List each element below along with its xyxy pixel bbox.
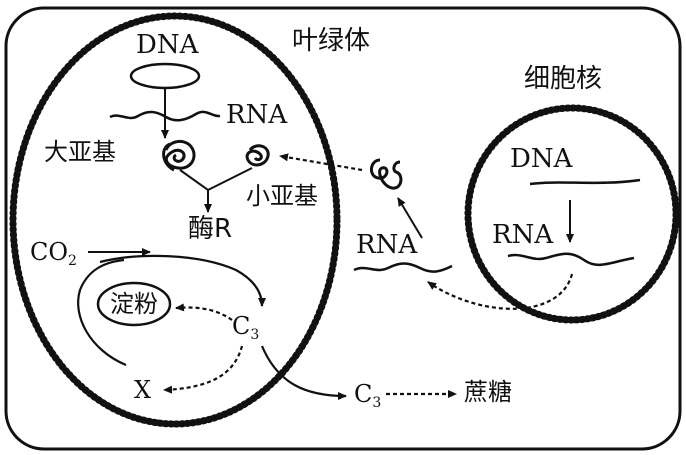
x-label: X: [134, 376, 152, 404]
arrow-c3-to-x: [163, 345, 244, 394]
cytoplasm-c3-subscript: 3: [372, 395, 382, 411]
assembly-lines: [179, 167, 253, 192]
nucleus-membrane: [464, 104, 680, 324]
arrow-cycle-to-c3: [99, 254, 266, 307]
cytoplasm-protein-coil: [370, 158, 403, 190]
co2-label: CO2: [30, 240, 77, 268]
large-subunit-label: 大亚基: [44, 138, 116, 166]
small-subunit-shape: [245, 144, 270, 167]
arrow-c3-export: [260, 345, 347, 400]
chloroplast-rna-label: RNA: [226, 100, 288, 130]
arrow-c3-to-starch: [175, 303, 233, 321]
chloroplast-c3-label: C3: [232, 314, 259, 342]
arrow-nucleus-rna-export: [427, 273, 574, 310]
cytoplasm-rna-label: RNA: [356, 230, 418, 260]
arrow-rna-to-protein: [397, 197, 423, 239]
cell-boundary: [4, 6, 682, 451]
co2-text: CO: [30, 238, 69, 266]
nucleus-rna-strand: [507, 252, 635, 267]
starch-bubble: [96, 281, 172, 327]
nucleus-dna-strand: [529, 178, 641, 186]
chloroplast-dna-label: DNA: [136, 30, 199, 60]
starch-label: 淀粉: [110, 290, 158, 318]
cytoplasm-c3-text: C: [354, 380, 373, 408]
co2-subscript: 2: [68, 253, 77, 269]
nucleus-label: 细胞核: [524, 64, 603, 94]
chloroplast-dna-ring: [129, 62, 201, 90]
cytoplasm-c3-label: C3: [354, 382, 381, 410]
nucleus-rna-label: RNA: [492, 220, 554, 250]
chloroplast-membrane: [9, 12, 341, 428]
cycle-left-arc: [77, 258, 127, 367]
large-subunit-shape: [162, 140, 196, 172]
c3-subscript: 3: [250, 327, 260, 343]
arrow-protein-to-small-subunit: [279, 153, 363, 172]
chloroplast-label: 叶绿体: [292, 26, 371, 56]
sucrose-label: 蔗糖: [464, 378, 512, 406]
nucleus-dna-label: DNA: [510, 144, 573, 174]
c3-text: C: [232, 312, 251, 340]
enzyme-r-label: 酶R: [188, 214, 233, 244]
small-subunit-label: 小亚基: [246, 182, 318, 210]
cytoplasm-rna-strand: [353, 262, 453, 273]
